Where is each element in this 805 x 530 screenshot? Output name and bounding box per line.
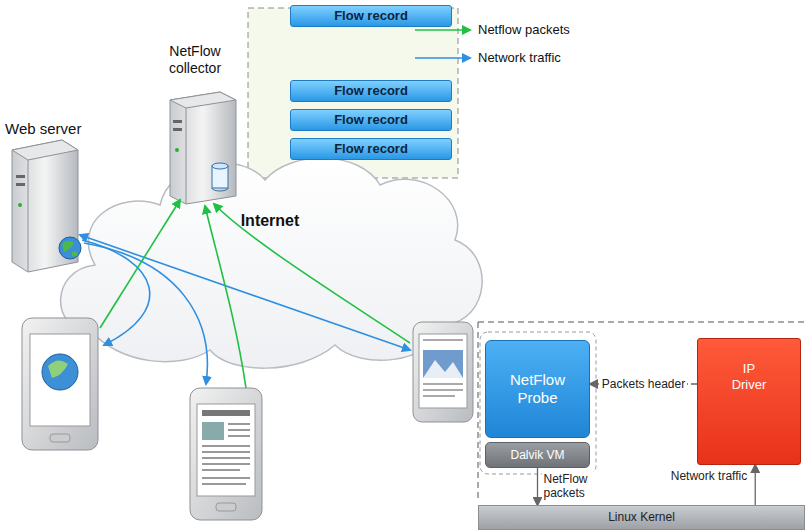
probe-box: NetFlow Probe xyxy=(485,340,590,438)
node-text: Dalvik VM xyxy=(510,448,564,462)
flow-record: Flow record xyxy=(290,138,452,160)
web-server: Web server xyxy=(5,118,105,139)
phone-middle xyxy=(190,388,262,520)
node-text: Linux Kernel xyxy=(608,510,675,524)
legend-sample xyxy=(415,29,470,31)
flow-record: Flow record xyxy=(290,5,452,27)
edge-label: Network traffic xyxy=(669,469,749,483)
node-text: Web server xyxy=(5,120,81,138)
driver-box: IP Driver xyxy=(697,338,801,465)
web-server-icon xyxy=(12,140,81,272)
node-text: Flow record xyxy=(334,83,408,99)
legend-text: Network traffic xyxy=(478,50,561,65)
node-text: NetFlow Probe xyxy=(498,371,578,407)
phone-right xyxy=(413,322,473,422)
node-text: Flow record xyxy=(334,141,408,157)
netflow-arrows xyxy=(100,200,410,388)
flow-record: Flow record xyxy=(290,80,452,102)
legend-sample xyxy=(415,57,470,59)
legend-text: Netflow packets xyxy=(478,22,570,37)
connector xyxy=(755,465,756,505)
cloud-label: Internet xyxy=(215,208,325,234)
edge-label: Packets header xyxy=(600,377,687,391)
phone-region xyxy=(478,322,805,500)
android-region xyxy=(480,332,596,474)
node-text: Flow record xyxy=(334,112,408,128)
collector: NetFlow collector xyxy=(145,40,245,80)
node-text: Internet xyxy=(241,211,300,230)
collector-icon xyxy=(170,92,236,204)
kernel-bar: Linux Kernel xyxy=(478,505,805,530)
edge-label: NetFlow packets xyxy=(542,472,602,500)
node-text: NetFlow collector xyxy=(155,43,235,77)
flow-record: Flow record xyxy=(290,109,452,131)
connector xyxy=(537,468,538,505)
phone-left xyxy=(22,318,98,450)
records-region xyxy=(248,8,458,178)
dalvik-box: Dalvik VM xyxy=(485,442,590,468)
node-text: Flow record xyxy=(334,8,408,24)
node-text: IP Driver xyxy=(724,361,774,392)
